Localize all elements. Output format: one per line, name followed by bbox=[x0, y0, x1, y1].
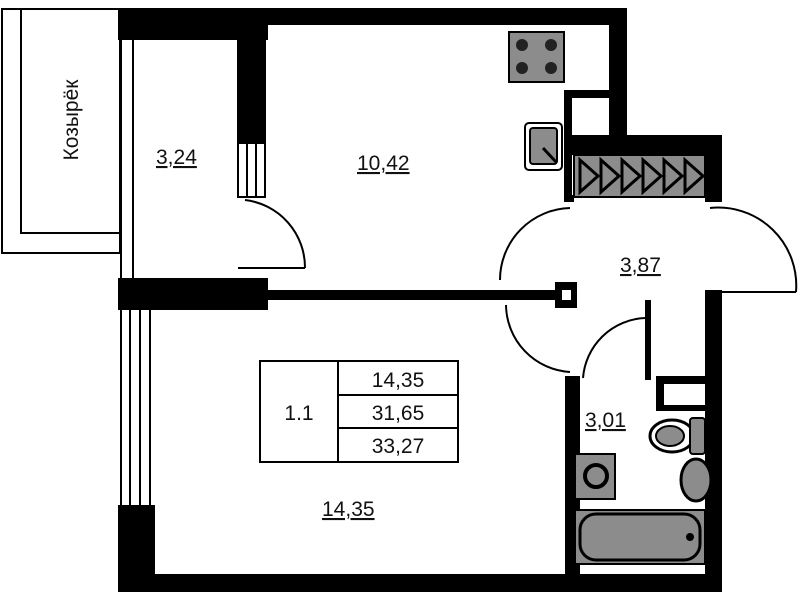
room-area-living-room: 14,35 bbox=[322, 498, 375, 521]
area-summary-table bbox=[259, 360, 459, 463]
room-area-balcony: 3,24 bbox=[156, 146, 197, 169]
room-area-kitchen: 10,42 bbox=[357, 152, 410, 175]
total-area: 31,65 bbox=[372, 402, 425, 425]
toilet-icon bbox=[648, 417, 706, 455]
total-area-with-balcony: 33,27 bbox=[372, 435, 425, 458]
apartment-type: 1.1 bbox=[284, 402, 313, 425]
washbasin-icon bbox=[679, 457, 713, 503]
kitchen-sink-icon bbox=[524, 122, 563, 171]
room-area-bathroom: 3,01 bbox=[585, 409, 626, 432]
stove-icon bbox=[508, 31, 565, 83]
living-area: 14,35 bbox=[372, 369, 425, 392]
canopy-label: Козырёк bbox=[60, 79, 83, 161]
walls bbox=[118, 8, 722, 592]
room-area-hall: 3,87 bbox=[620, 254, 661, 277]
doors bbox=[238, 199, 798, 379]
radiator-icon bbox=[573, 154, 706, 198]
washing-machine-icon bbox=[574, 453, 616, 500]
bathtub-icon bbox=[574, 509, 706, 565]
windows bbox=[120, 40, 266, 505]
